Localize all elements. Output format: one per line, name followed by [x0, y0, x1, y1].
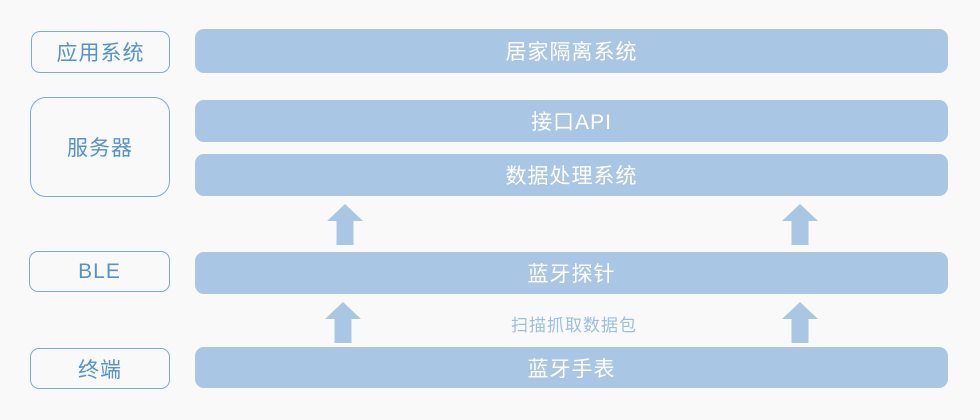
up-arrow-icon: [327, 204, 363, 245]
layer-label-terminal: 终端: [30, 348, 170, 389]
up-arrow-icon: [782, 204, 818, 245]
node-bluetooth-watch: 蓝牙手表: [195, 347, 948, 388]
up-arrow-icon: [325, 302, 361, 343]
scan-capture-packets-note: 扫描抓取数据包: [511, 316, 637, 335]
up-arrow-icon: [782, 302, 818, 343]
layer-label-application-system: 应用系统: [31, 31, 170, 73]
layer-label-ble: BLE: [29, 251, 170, 292]
layer-label-server: 服务器: [30, 97, 170, 197]
node-home-quarantine-system: 居家隔离系统: [195, 29, 948, 73]
node-data-processing-system: 数据处理系统: [195, 154, 948, 196]
node-bluetooth-probe: 蓝牙探针: [195, 252, 948, 294]
node-api-interface: 接口API: [195, 100, 948, 142]
